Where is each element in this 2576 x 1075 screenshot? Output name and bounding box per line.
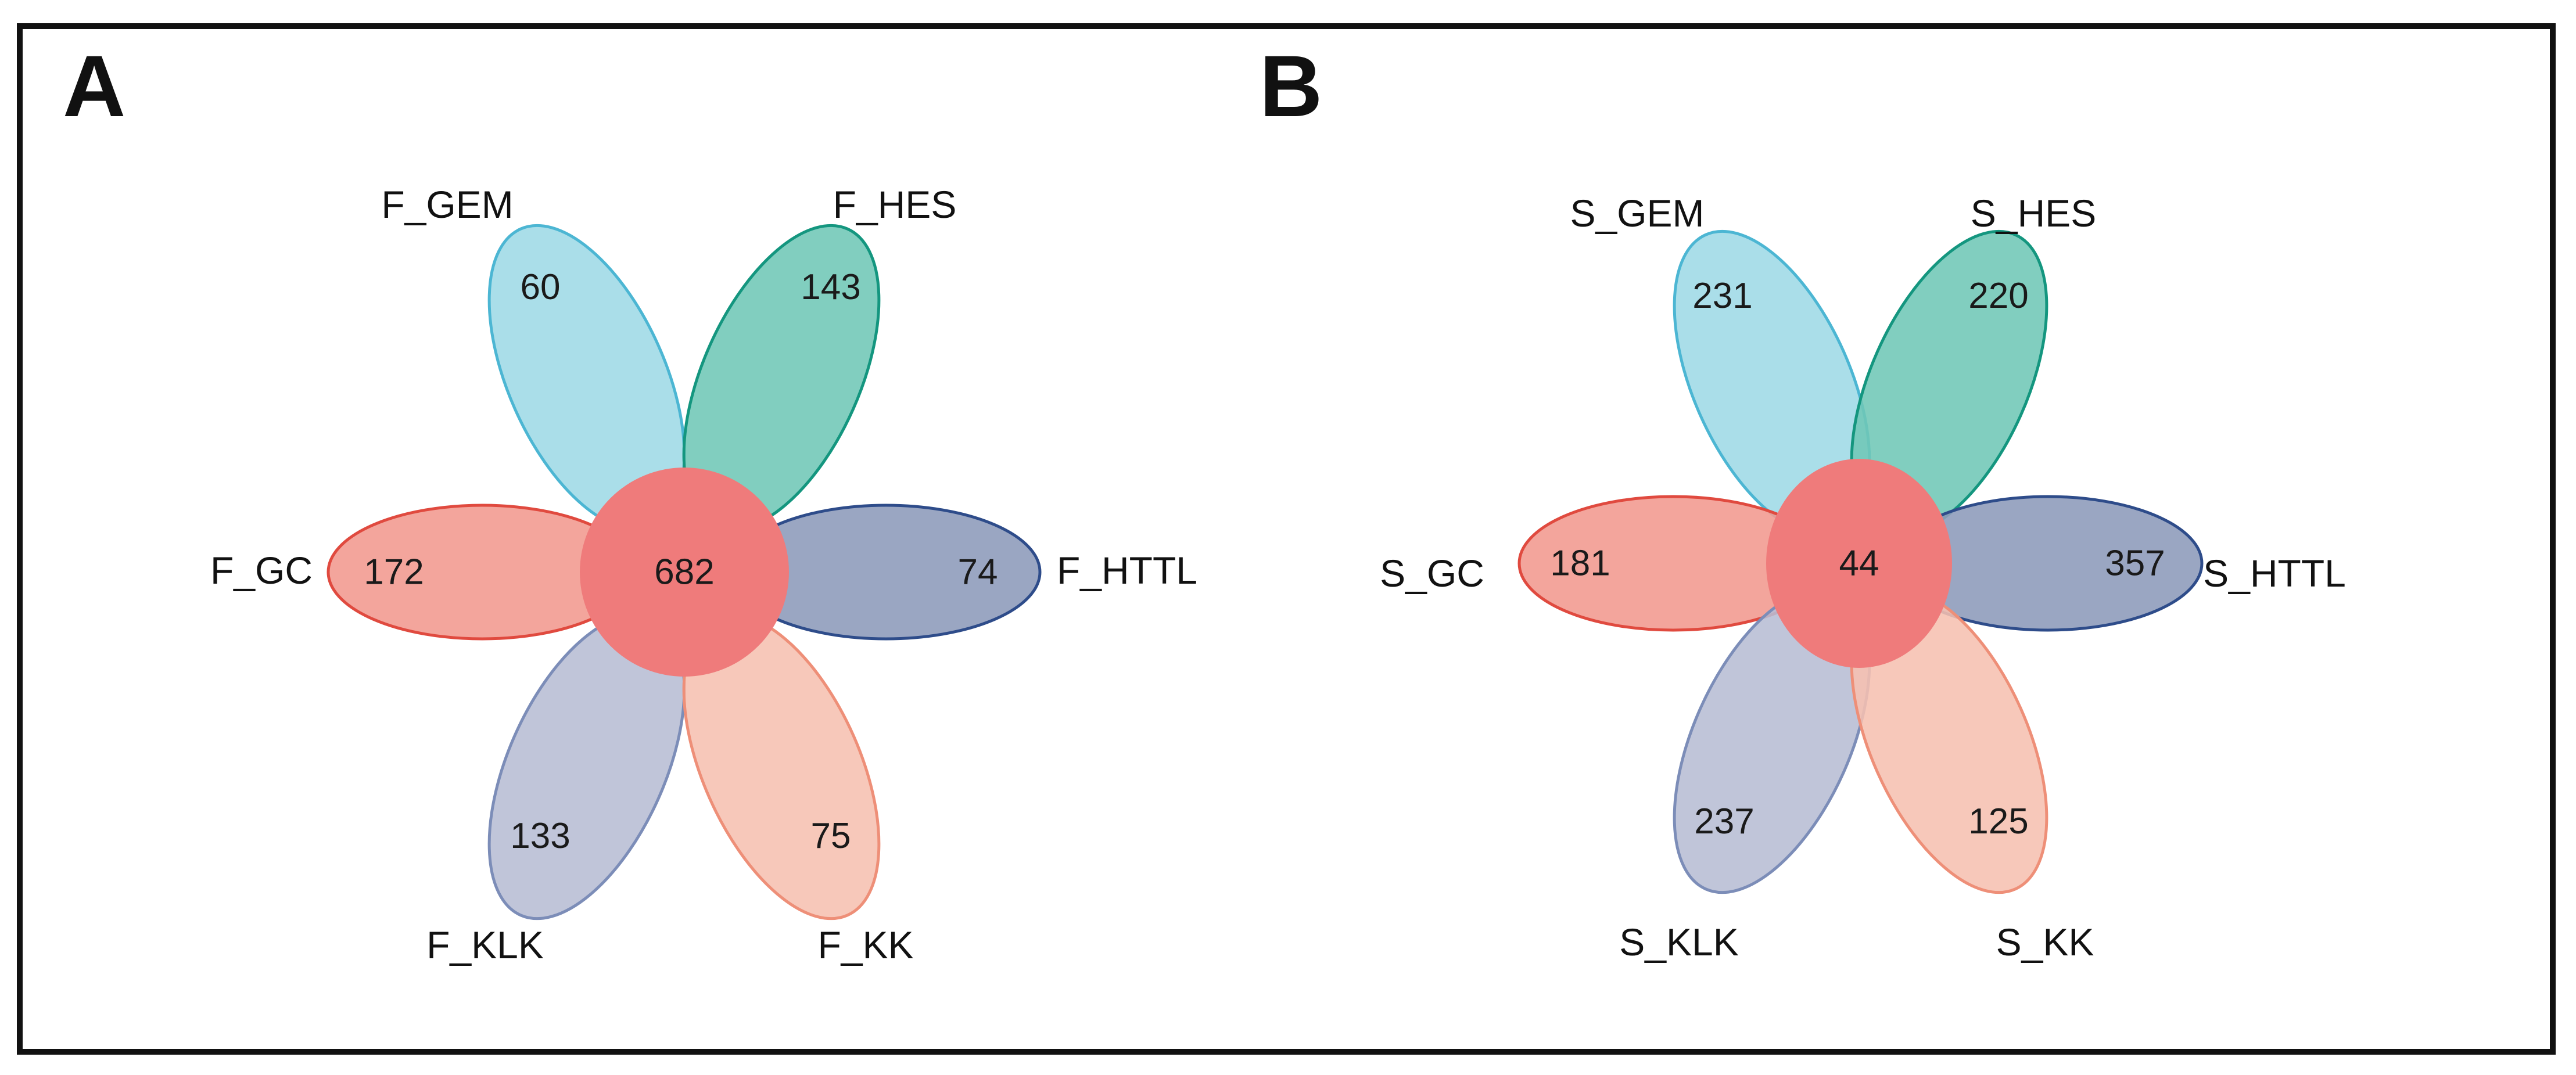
count-f-kk: 75 (811, 816, 851, 856)
count-s-httl: 357 (2105, 544, 2165, 584)
count-s-kk: 125 (1968, 801, 2028, 842)
count-f-klk: 133 (510, 816, 570, 856)
panel-a-letter: A (63, 37, 125, 135)
panel-a-set-labels: F_GEM F_HES F_GC F_HTTL F_KLK F_KK (210, 183, 1197, 966)
panel-b-petals (1517, 229, 2204, 894)
panel-b-letter: B (1260, 37, 1322, 135)
label-s-gem: S_GEM (1570, 192, 1704, 235)
panel-b-counts: 231 220 181 357 237 125 44 (1550, 276, 2165, 842)
label-f-klk: F_KLK (426, 923, 544, 966)
panel-b-set-labels: S_GEM S_HES S_GC S_HTTL S_KLK S_KK (1380, 192, 2346, 963)
label-f-gem: F_GEM (381, 183, 513, 226)
count-s-klk: 237 (1694, 801, 1754, 842)
count-s-gem: 231 (1692, 276, 1752, 316)
count-f-httl: 74 (958, 552, 998, 592)
panel-a-counts: 60 143 172 74 133 75 682 (364, 267, 998, 856)
count-s-core: 44 (1839, 544, 1879, 584)
count-f-hes: 143 (801, 267, 860, 307)
panel-a: A 60 143 172 74 133 75 682 F_GEM F_HES F… (63, 37, 1197, 966)
label-f-gc: F_GC (210, 549, 313, 592)
count-f-gc: 172 (364, 552, 424, 592)
label-s-httl: S_HTTL (2203, 552, 2346, 595)
label-f-hes: F_HES (833, 183, 957, 226)
label-s-hes: S_HES (1971, 192, 2096, 235)
label-f-httl: F_HTTL (1057, 549, 1197, 592)
count-f-core: 682 (654, 552, 714, 592)
label-f-kk: F_KK (817, 923, 913, 966)
count-f-gem: 60 (521, 267, 561, 307)
label-s-kk: S_KK (1996, 921, 2094, 963)
label-s-gc: S_GC (1380, 552, 1484, 595)
panel-a-core (580, 468, 789, 677)
panel-b-core (1766, 459, 1952, 668)
panel-b: B 231 220 181 357 237 125 44 S_GEM S_HES… (1260, 37, 2346, 963)
label-s-klk: S_KLK (1619, 921, 1738, 963)
count-s-hes: 220 (1968, 276, 2028, 316)
count-s-gc: 181 (1550, 544, 1610, 584)
panel-a-petals (327, 224, 1042, 921)
